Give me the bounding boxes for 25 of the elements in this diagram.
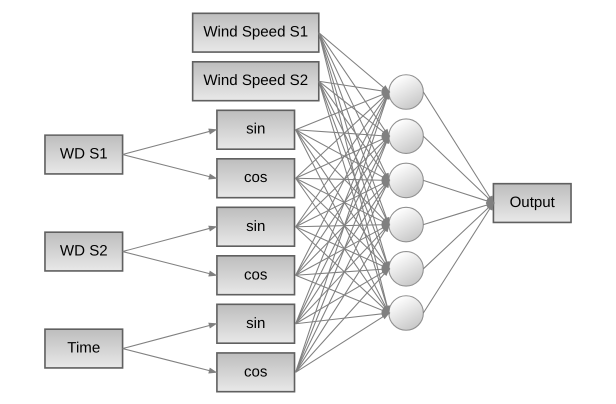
arrow xyxy=(122,322,218,349)
node-box: Time xyxy=(44,328,124,368)
node-circle xyxy=(388,74,424,110)
arrow xyxy=(122,225,218,252)
node-box: WD S1 xyxy=(44,134,124,174)
arrow xyxy=(295,312,390,372)
node-box: cos xyxy=(216,352,296,392)
node-circle xyxy=(388,294,424,330)
node-circle xyxy=(388,206,424,242)
node-box: cos xyxy=(216,254,296,295)
node-box: Output xyxy=(492,182,572,223)
node-box: sin xyxy=(216,109,296,150)
node-box: Wind Speed S1 xyxy=(192,12,320,52)
arrow xyxy=(122,250,218,276)
node-circle xyxy=(388,162,424,198)
node-circle xyxy=(388,250,424,286)
node-box: sin xyxy=(216,206,296,246)
node-box: cos xyxy=(216,158,296,198)
node-box: Wind Speed S2 xyxy=(192,60,320,101)
arrow xyxy=(122,128,218,155)
node-circle xyxy=(388,118,424,154)
node-box: sin xyxy=(216,303,296,344)
arrow xyxy=(122,348,218,373)
node-box: WD S2 xyxy=(44,230,124,272)
arrow xyxy=(122,154,218,179)
